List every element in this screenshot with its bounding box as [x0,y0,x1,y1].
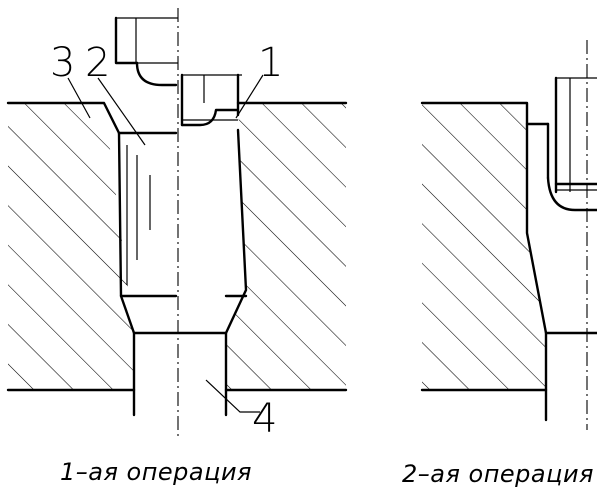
tool-holder [114,16,178,87]
callout-3: 3 [50,40,75,86]
workpiece-outline [6,101,348,392]
bore-surface [117,128,248,417]
operation-2-view: 2–ая операция [402,40,597,488]
workpiece-op2-section [422,103,546,390]
callout-1: 1 [258,40,283,86]
operation-2-caption: 2–ая операция [402,460,594,488]
callout-4: 4 [252,396,277,442]
cutting-tool-2 [546,76,597,212]
leader-lines [67,74,264,413]
workpiece-right-section [226,103,346,390]
cutting-tool-1 [180,73,242,127]
operation-1-view: 3 2 1 4 1–ая операция [6,8,348,486]
operation-1-caption: 1–ая операция [60,458,252,486]
workpiece-op2-outline [420,101,597,422]
callout-2: 2 [85,40,110,86]
